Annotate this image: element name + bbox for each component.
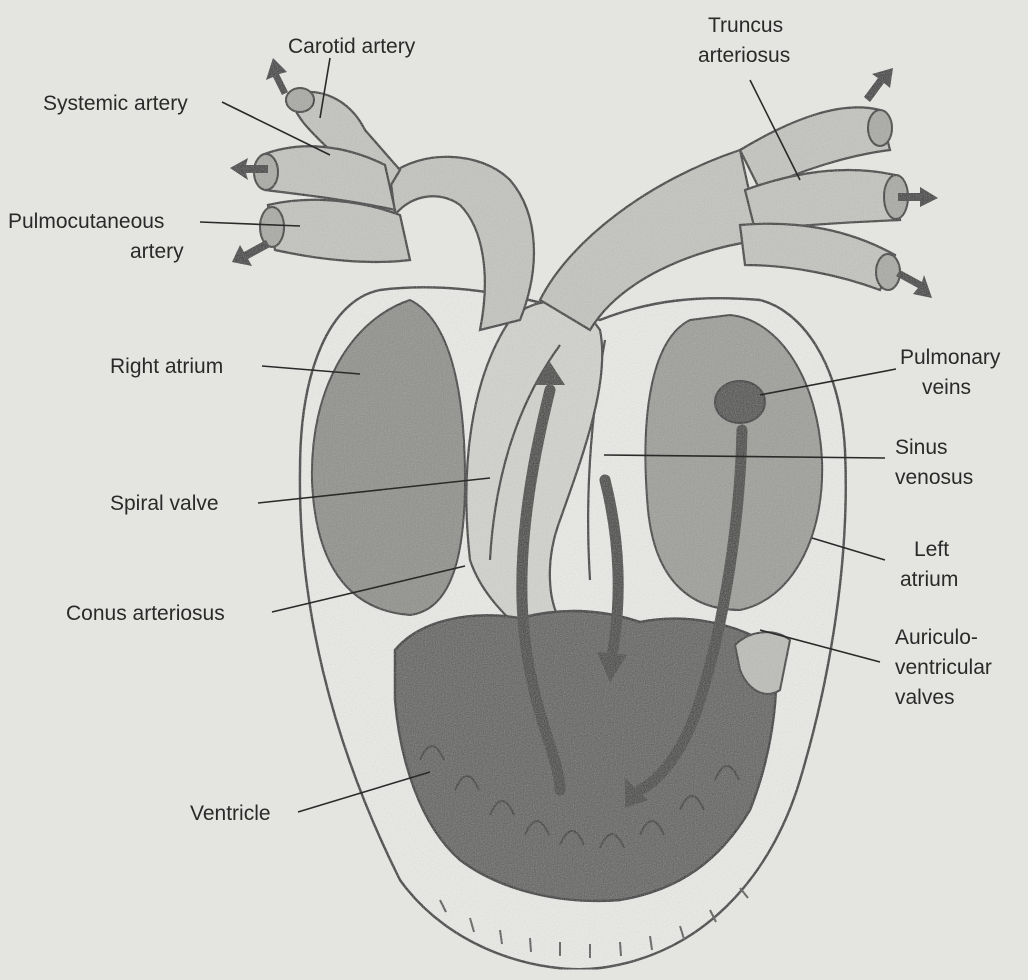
label-pulmonary-veins-line2: veins [922, 376, 971, 399]
outflow-arrow-right-upper [864, 68, 893, 102]
pulmonary-vein-opening [715, 381, 765, 423]
label-truncus-line2: arteriosus [698, 44, 790, 67]
label-right-atrium: Right atrium [110, 355, 223, 378]
right-lower-opening [876, 254, 900, 290]
label-conus-arteriosus: Conus arteriosus [66, 602, 225, 625]
label-auriculo-line2: ventricular [895, 656, 992, 679]
label-left-atrium-line2: atrium [900, 568, 958, 591]
label-sinus-venosus-line2: venosus [895, 466, 973, 489]
label-pulmocutaneous-line2: artery [130, 240, 184, 263]
label-pulmonary-veins-line1: Pulmonary [900, 346, 1001, 369]
label-sinus-venosus-line1: Sinus [895, 436, 948, 459]
outflow-arrow-carotid [266, 58, 288, 95]
outflow-arrow-pulmocutaneous [232, 240, 270, 266]
carotid-opening [286, 88, 314, 112]
right-upper-opening [868, 110, 892, 146]
label-left-atrium-line1: Left [914, 538, 949, 561]
label-systemic-artery: Systemic artery [43, 92, 188, 115]
pulmocutaneous-opening [260, 207, 284, 247]
label-spiral-valve: Spiral valve [110, 492, 219, 515]
label-pulmocutaneous-line1: Pulmocutaneous [8, 210, 164, 233]
label-ventricle: Ventricle [190, 802, 271, 825]
right-lower-branch [740, 224, 895, 290]
outflow-arrow-right-lower [896, 270, 932, 298]
heart-illustration [230, 58, 938, 969]
label-auriculo-line1: Auriculo- [895, 626, 978, 649]
label-carotid-artery: Carotid artery [288, 35, 416, 58]
label-truncus-line1: Truncus [708, 14, 783, 37]
label-auriculo-line3: valves [895, 686, 955, 709]
